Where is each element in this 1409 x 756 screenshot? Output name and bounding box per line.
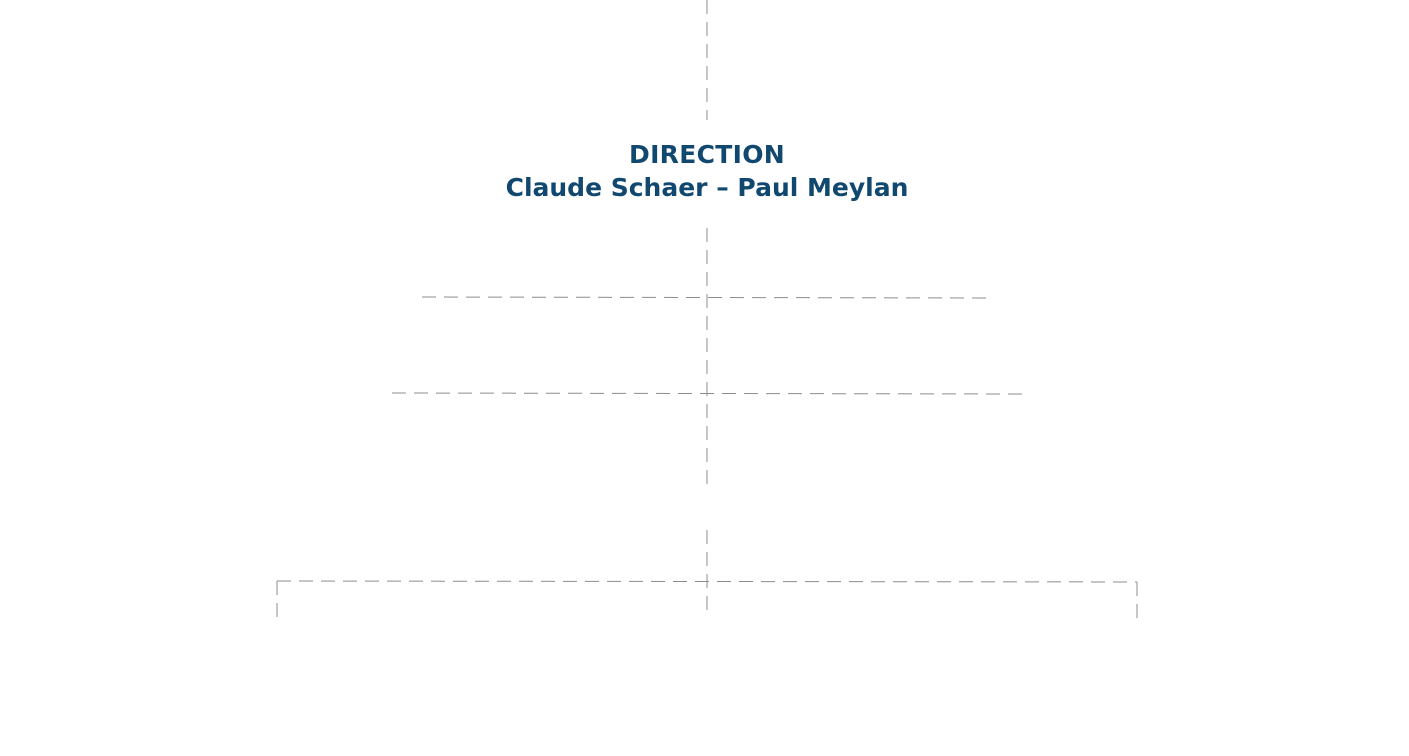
direction-names: Claude Schaer – Paul Meylan (505, 173, 909, 202)
direction-title: DIRECTION (629, 140, 785, 169)
connector-horizontal-upper (421, 296, 993, 299)
connector-horizontal-middle (391, 392, 1023, 395)
connector-horizontal-bottom (276, 580, 1138, 583)
direction-node: DIRECTION Claude Schaer – Paul Meylan (455, 138, 959, 204)
